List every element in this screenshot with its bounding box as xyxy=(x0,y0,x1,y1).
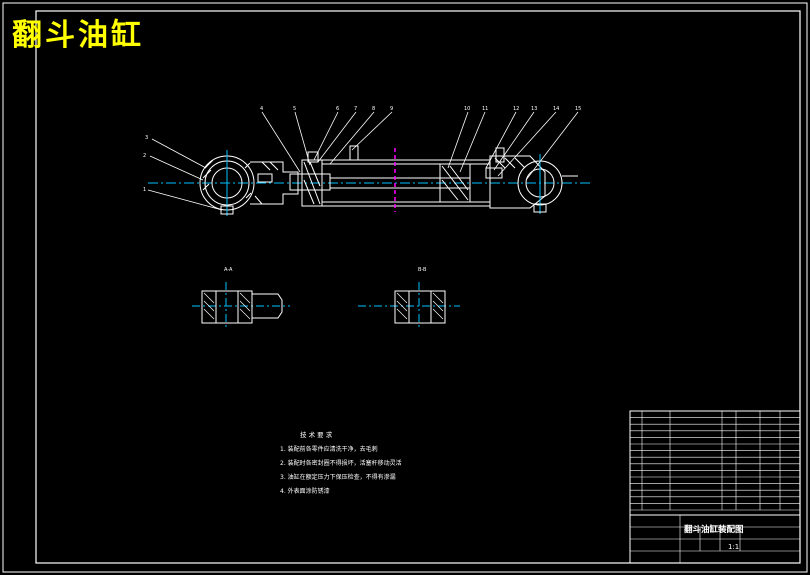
parts-list-rows xyxy=(630,417,800,511)
balloon-10: 10 xyxy=(464,106,470,112)
piston xyxy=(439,163,471,203)
balloon-15: 15 xyxy=(575,106,581,112)
main-assembly-view xyxy=(148,145,590,216)
section-a-left-wall xyxy=(201,290,217,324)
right-grease-fitting xyxy=(533,203,547,213)
balloon-8: 8 xyxy=(372,106,375,112)
section-b-right-wall xyxy=(430,290,446,324)
parts-list-and-title-block: 翻斗油缸装配图 1:1 xyxy=(629,410,801,564)
section-b-label: B-B xyxy=(418,267,427,273)
bottom-nut xyxy=(485,167,503,179)
parts-list-frame xyxy=(629,410,801,564)
section-a-rod xyxy=(252,293,283,319)
balloon-12: 12 xyxy=(513,106,519,112)
section-a-hatch xyxy=(203,292,251,320)
section-a-label: A-A xyxy=(224,267,233,273)
barrel-port-left xyxy=(349,145,359,161)
balloon-4: 4 xyxy=(260,106,263,112)
gland-hatch xyxy=(303,161,321,205)
notes-heading: 技 术 要 求 xyxy=(300,430,333,439)
section-view-a: A-A xyxy=(192,267,290,330)
balloon-2: 2 xyxy=(143,153,146,159)
section-view-b: B-B xyxy=(358,267,460,330)
piston-hatch xyxy=(441,165,469,201)
balloon-14: 14 xyxy=(553,106,559,112)
balloon-labels: 4 5 6 7 8 9 10 11 12 13 14 15 3 2 1 xyxy=(143,106,581,193)
section-a-right-wall xyxy=(237,290,253,324)
piston-rod-left xyxy=(289,173,331,191)
section-b-left-wall xyxy=(394,290,410,324)
balloon-9: 9 xyxy=(390,106,393,112)
balloon-3: 3 xyxy=(145,135,148,141)
balloon-1: 1 xyxy=(143,187,146,193)
rod-end-nut xyxy=(257,173,273,183)
inner-frame xyxy=(35,10,801,564)
drawing-title: 翻斗油缸 xyxy=(12,18,144,53)
balloon-11: 11 xyxy=(482,106,488,112)
notes-line-1: 1. 装配前各零件应清洗干净，去毛刺 xyxy=(280,445,378,453)
notes-line-3: 3. 油缸在额定压力下保压检查，不得有渗漏 xyxy=(280,473,396,481)
leader-lines xyxy=(147,111,579,211)
section-b-hatch xyxy=(396,292,444,320)
balloon-6: 6 xyxy=(336,106,339,112)
balloon-7: 7 xyxy=(354,106,357,112)
drawing-name: 翻斗油缸装配图 xyxy=(684,524,744,535)
rod-end-hatch xyxy=(254,161,279,205)
balloon-5: 5 xyxy=(293,106,296,112)
left-eye-hatch xyxy=(202,159,252,199)
rod-end-block xyxy=(250,161,299,205)
drawing-scale: 1:1 xyxy=(728,543,739,551)
technical-notes: 技 术 要 求 1. 装配前各零件应清洗干净，去毛刺 2. 装配时各密封圈不得损… xyxy=(280,430,402,495)
balloon-13: 13 xyxy=(531,106,537,112)
notes-line-4: 4. 外表面涂防锈漆 xyxy=(280,487,330,495)
notes-line-2: 2. 装配时各密封圈不得损坏，活塞杆移动灵活 xyxy=(280,459,402,467)
